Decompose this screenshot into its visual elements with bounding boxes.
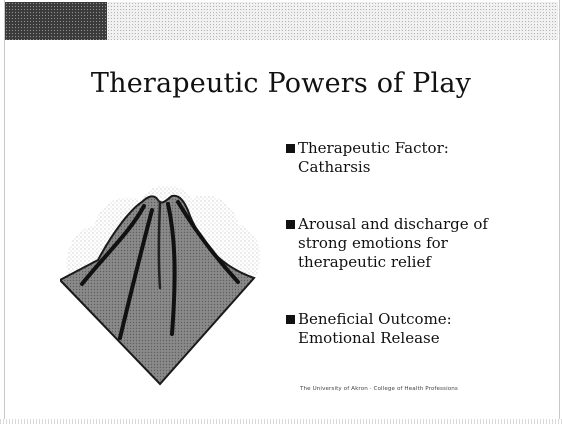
bullet-item: Arousal and discharge of strong emotions…	[286, 215, 526, 272]
bullet-list: Therapeutic Factor: Catharsis Arousal an…	[286, 139, 526, 348]
slide-border-left	[4, 0, 5, 424]
square-bullet-icon	[286, 144, 295, 153]
bullet-item: Beneficial Outcome: Emotional Release	[286, 310, 526, 348]
header-band-dark	[5, 2, 107, 40]
slide-border-right	[559, 0, 560, 424]
bullet-text: Beneficial Outcome: Emotional Release	[298, 310, 452, 347]
header-band-light	[107, 2, 558, 40]
slide-title: Therapeutic Powers of Play	[90, 68, 472, 99]
slide-border-bottom	[0, 419, 562, 424]
square-bullet-icon	[286, 220, 295, 229]
bullet-item: Therapeutic Factor: Catharsis	[286, 139, 526, 177]
bullet-text: Arousal and discharge of strong emotions…	[298, 215, 488, 271]
square-bullet-icon	[286, 315, 295, 324]
volcano-clipart-icon	[58, 168, 270, 388]
bullet-text: Therapeutic Factor: Catharsis	[298, 139, 449, 176]
footer-text: The University of Akron · College of Hea…	[300, 386, 458, 392]
